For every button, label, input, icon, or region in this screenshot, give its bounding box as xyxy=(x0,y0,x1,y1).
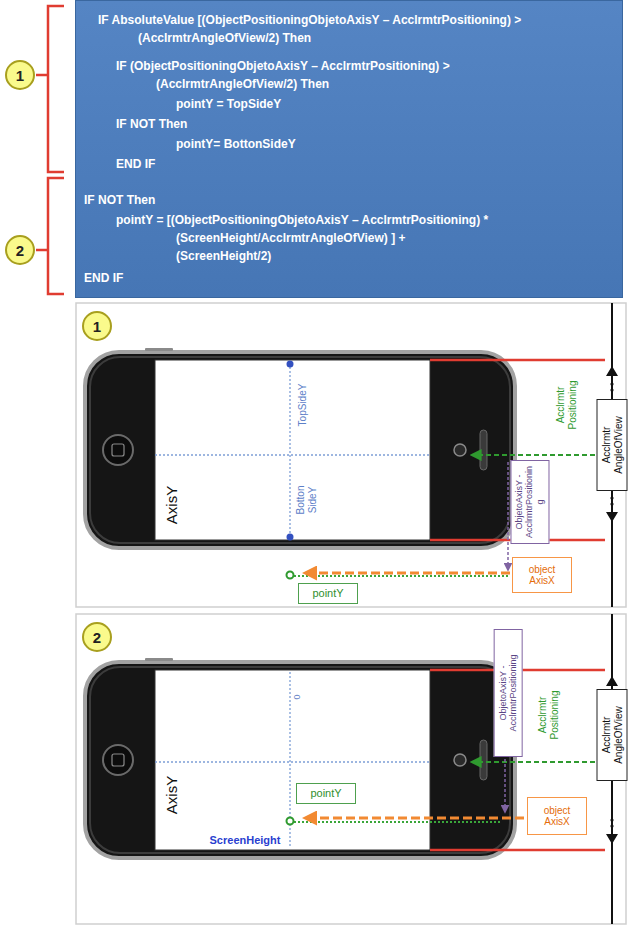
code-line: IF (ObjectPositioningObjetoAxisY – Acclr… xyxy=(116,59,450,73)
node-text: 2 xyxy=(16,242,24,259)
code-line: IF AbsoluteValue [(ObjectPositioningObje… xyxy=(98,13,521,27)
callout-number: 2 xyxy=(5,235,35,265)
object-axis-box: object AxisX xyxy=(512,557,572,593)
callout-number: 1 xyxy=(82,311,112,341)
callout-number: 2 xyxy=(82,622,112,652)
code-line: END IF xyxy=(116,157,155,171)
node-text: 2 xyxy=(93,629,101,646)
callout-number: 1 xyxy=(5,60,35,90)
point-y-box: pointY xyxy=(296,783,356,804)
code-line: (ScreenHeight/2) xyxy=(176,249,271,263)
axis-side-label: Botton SideY xyxy=(295,480,318,520)
zero-label: 0 xyxy=(292,691,302,703)
angle-of-view-box: Acclrmtr AngleOfView xyxy=(597,689,628,781)
difference-box: ObjetoAxisY - AcclrmtrPositioning xyxy=(494,629,523,757)
node-text: ObjetoAxisY - AcclrmtrPositioning xyxy=(514,465,545,539)
code-line: (AcclrmtrAngleOfView/2) Then xyxy=(156,77,329,91)
node-text: object AxisX xyxy=(517,564,567,587)
code-line: IF NOT Then xyxy=(116,117,187,131)
code-line: (ScreenHeight/AcclrmtrAngleOfView) ] + xyxy=(176,231,406,245)
accelerometer-label: Acclrmtr Positioning xyxy=(555,376,578,434)
code-line: IF NOT Then xyxy=(84,193,155,207)
node-text: ObjetoAxisY - AcclrmtrPositioning xyxy=(498,634,519,752)
node-text: Acclrmtr AngleOfView xyxy=(601,404,624,486)
code-line: pointY = [(ObjectPositioningObjetoAxisY … xyxy=(116,213,488,227)
point-y-box: pointY xyxy=(298,583,358,604)
accelerometer-label: Acclrmtr Positioning xyxy=(537,686,560,744)
code-line: pointY= BottonSideY xyxy=(176,137,296,151)
node-text: pointY xyxy=(310,787,341,800)
screen-height-label: ScreenHeight xyxy=(200,834,290,847)
difference-box: ObjetoAxisY - AcclrmtrPositioning xyxy=(510,460,549,544)
axis-label: AxisY xyxy=(163,475,180,535)
node-text: pointY xyxy=(312,587,343,600)
node-text: 1 xyxy=(16,67,24,84)
code-line: END IF xyxy=(84,271,123,285)
axis-side-label: TopSideY xyxy=(297,375,309,435)
node-text: 1 xyxy=(93,318,101,335)
code-line: (AcclrmtrAngleOfView/2) Then xyxy=(138,31,311,45)
node-text: Acclrmtr AngleOfView xyxy=(601,694,624,776)
code-line: pointY = TopSideY xyxy=(176,97,281,111)
object-axis-box: object AxisX xyxy=(527,797,587,835)
angle-of-view-box: Acclrmtr AngleOfView xyxy=(597,399,628,491)
axis-label: AxisY xyxy=(163,765,180,825)
pseudocode-box: IF AbsoluteValue [(ObjectPositioningObje… xyxy=(75,0,623,298)
node-text: object AxisX xyxy=(532,805,582,828)
